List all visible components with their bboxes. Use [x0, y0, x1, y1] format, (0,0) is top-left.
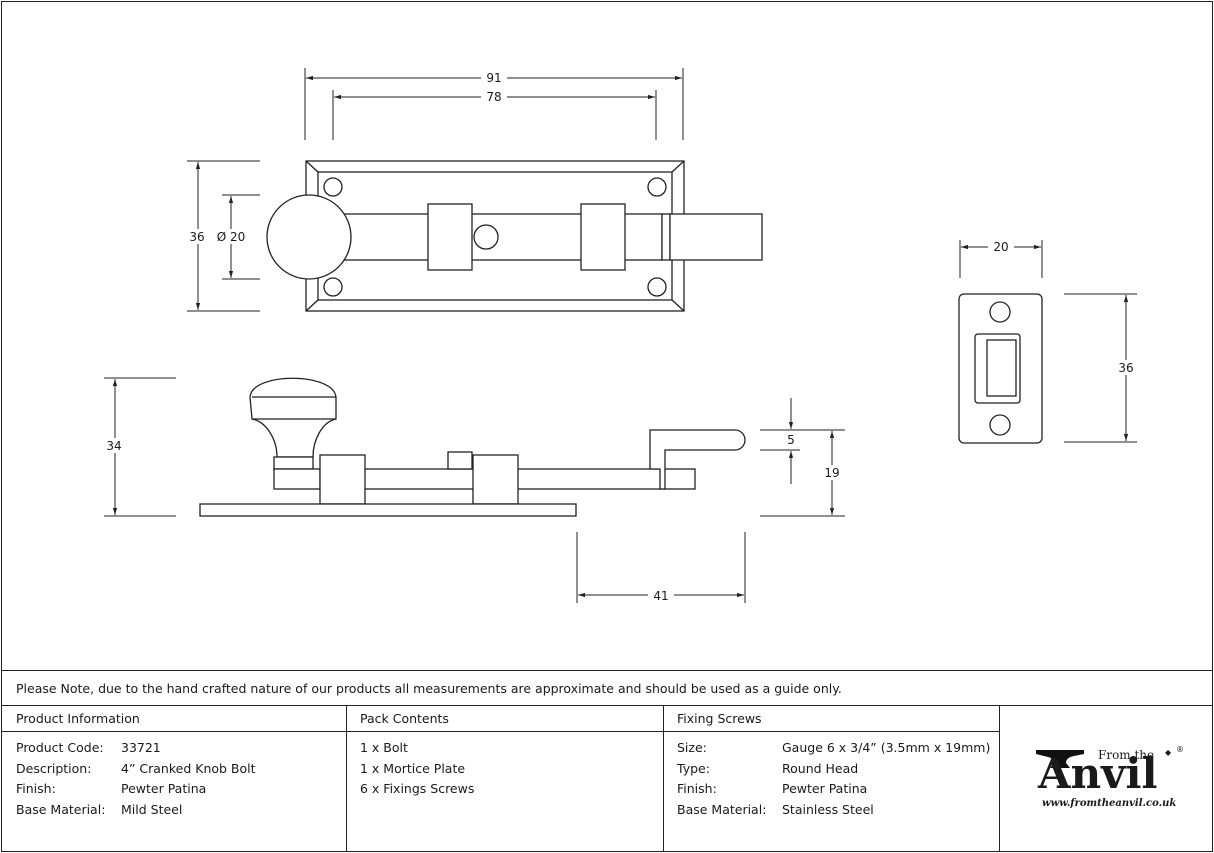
staple-side	[319, 454, 366, 505]
dim-5: 5	[787, 433, 795, 447]
dim-41: 41	[653, 589, 668, 603]
technical-drawing: 91 78 36 Ø 20 34 5 19 41 20 36	[102, 68, 1139, 603]
list-item: 1 x Mortice Plate	[360, 760, 466, 776]
value: Stainless Steel	[782, 801, 874, 817]
label: Base Material:	[677, 801, 767, 817]
column-divider	[999, 705, 1000, 852]
dim-knob-diameter: Ø 20	[217, 230, 246, 244]
dim-34: 34	[106, 439, 121, 453]
knob-side	[249, 377, 337, 458]
label: Finish:	[16, 781, 56, 796]
staple-side	[472, 454, 519, 505]
divider	[1, 670, 1213, 671]
dim-20-keep: 20	[993, 240, 1008, 254]
screw-hole	[323, 277, 343, 297]
cranked-end	[649, 429, 746, 490]
label: Description:	[16, 760, 92, 776]
dim-36-keep: 36	[1118, 361, 1133, 375]
bolt-staple	[427, 203, 473, 271]
list-item: 1 x Bolt	[360, 740, 408, 755]
label: Type:	[677, 760, 710, 776]
value: Round Head	[782, 760, 859, 776]
side-view	[199, 377, 746, 517]
screw-hole	[323, 177, 343, 197]
keep-view	[958, 293, 1043, 444]
pack-contents-list: 1 x Bolt 1 x Mortice Plate 6 x Fixings S…	[360, 738, 474, 800]
pack-contents-heading: Pack Contents	[360, 711, 449, 726]
knob	[266, 194, 352, 280]
bolt-stop-pin	[473, 224, 499, 250]
label: Finish:	[677, 781, 717, 796]
label: Product Code:	[16, 740, 104, 755]
screw-hole	[989, 301, 1011, 323]
label: Base Material:	[16, 801, 106, 817]
fixing-screws-table: Size: Gauge 6 x 3/4” (3.5mm x 19mm) Type:…	[677, 738, 990, 820]
bolt-step	[661, 213, 671, 261]
value: Gauge 6 x 3/4” (3.5mm x 19mm)	[782, 740, 991, 755]
product-info-heading: Product Information	[16, 711, 140, 726]
value: Pewter Patina	[782, 781, 868, 796]
from-the-anvil-logo: From the ◆ ® Anvil www.fromtheanvil.co.u…	[1032, 745, 1187, 813]
bolt-tip	[669, 213, 763, 261]
fixing-screws-heading: Fixing Screws	[677, 711, 762, 726]
bolt-staple	[580, 203, 626, 271]
value: Mild Steel	[121, 801, 183, 817]
base-plate-side	[199, 503, 577, 517]
column-divider	[663, 705, 664, 852]
value: 33721	[121, 740, 161, 755]
list-item: 6 x Fixings Screws	[360, 781, 475, 796]
logo-from-the: From the	[1098, 748, 1155, 762]
front-view	[266, 160, 763, 312]
anvil-icon	[1036, 750, 1084, 768]
measurement-note: Please Note, due to the hand crafted nat…	[16, 681, 842, 696]
value: 4” Cranked Knob Bolt	[121, 760, 256, 776]
label: Size:	[677, 740, 707, 755]
divider	[1, 705, 1213, 706]
dim-19: 19	[824, 466, 839, 480]
value: Pewter Patina	[121, 781, 207, 796]
dim-78: 78	[486, 90, 501, 104]
product-info-table: Product Code: 33721 Description: 4” Cranke…	[16, 738, 256, 820]
dim-36-front: 36	[189, 230, 204, 244]
column-divider	[346, 705, 347, 852]
logo-url: www.fromtheanvil.co.uk	[1042, 798, 1177, 809]
registered-mark: ®	[1176, 745, 1184, 754]
diamond-icon: ◆	[1165, 748, 1172, 757]
screw-hole	[989, 414, 1011, 436]
screw-hole	[647, 277, 667, 297]
screw-hole	[647, 177, 667, 197]
dimension-labels: 91 78 36 Ø 20 34 5 19 41 20 36	[102, 70, 1139, 603]
dim-91: 91	[486, 71, 501, 85]
divider	[1, 731, 1000, 732]
logo-anvil: Anvil	[1038, 749, 1158, 798]
